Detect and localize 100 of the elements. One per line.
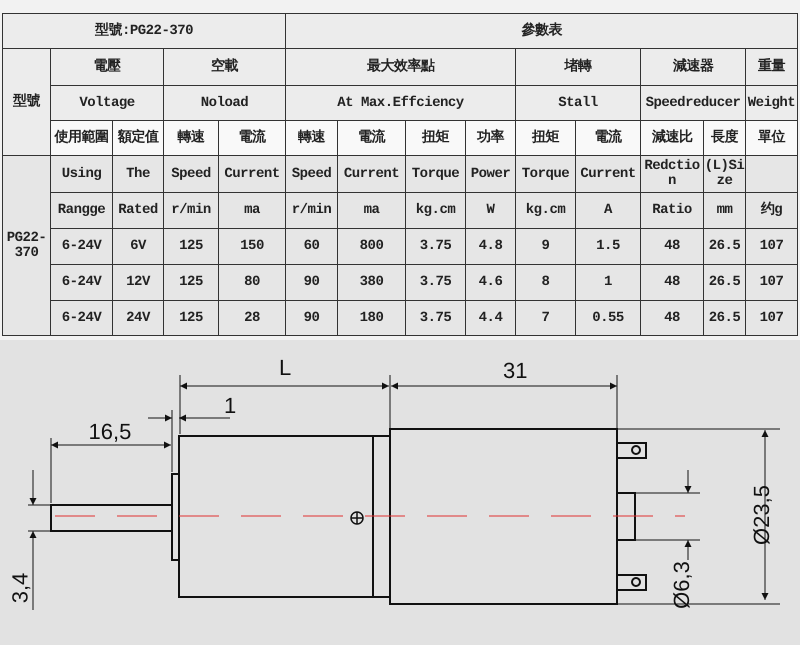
table-cell: 使用範圍: [50, 120, 113, 156]
table-cell: kg.cm: [515, 192, 576, 229]
table-cell: 電流: [218, 120, 286, 156]
table-cell: The: [112, 155, 164, 193]
table-cell: 電壓: [50, 48, 164, 86]
table-cell: 12V: [112, 264, 164, 301]
table-cell: 電流: [337, 120, 406, 156]
table-cell: Speedreducer: [640, 85, 746, 121]
table-cell: Current: [337, 155, 406, 193]
table-cell: (L)Size: [703, 155, 746, 193]
table-cell: 空載: [163, 48, 286, 86]
table-cell: 9: [515, 228, 576, 265]
table-cell: Rated: [112, 192, 164, 229]
table-cell: 107: [745, 300, 798, 336]
table-cell: 6-24V: [50, 264, 113, 301]
table-cell: 最大效率點: [285, 48, 516, 86]
table-cell: 约g: [745, 192, 798, 229]
table-cell: 48: [640, 264, 704, 301]
table-cell: kg.cm: [405, 192, 466, 229]
table-cell: 扭矩: [405, 120, 466, 156]
table-cell: 6V: [112, 228, 164, 265]
dimension-label: 1: [224, 393, 236, 419]
table-cell: Power: [465, 155, 516, 193]
table-cell: 26.5: [703, 228, 746, 265]
table-cell: Speed: [285, 155, 338, 193]
table-cell: 90: [285, 264, 338, 301]
table-cell: 800: [337, 228, 406, 265]
table-cell: 8: [515, 264, 576, 301]
dimension-label: 31: [503, 358, 528, 384]
table-cell: 1.5: [575, 228, 641, 265]
table-cell: 90: [285, 300, 338, 336]
table-cell: PG22-370: [2, 155, 51, 336]
table-cell: Torque: [515, 155, 576, 193]
dimension-label: Ø6,3: [668, 561, 695, 609]
table-cell: 6-24V: [50, 228, 113, 265]
table-cell: 26.5: [703, 300, 746, 336]
table-cell: 重量: [745, 48, 798, 86]
table-cell: Rangge: [50, 192, 113, 229]
table-cell: 150: [218, 228, 286, 265]
table-cell: 1: [575, 264, 641, 301]
table-cell: W: [465, 192, 516, 229]
table-cell: Speed: [163, 155, 219, 193]
table-cell: 24V: [112, 300, 164, 336]
table-cell: 4.6: [465, 264, 516, 301]
table-cell: 6-24V: [50, 300, 113, 336]
table-cell: 轉速: [285, 120, 338, 156]
table-cell: 60: [285, 228, 338, 265]
table-cell: Ratio: [640, 192, 704, 229]
table-cell: 107: [745, 264, 798, 301]
table-cell: 額定值: [112, 120, 164, 156]
table-cell: Current: [575, 155, 641, 193]
table-cell: ma: [218, 192, 286, 229]
table-cell: 減速器: [640, 48, 746, 86]
table-cell: Using: [50, 155, 113, 193]
table-cell: Voltage: [50, 85, 164, 121]
table-cell: 180: [337, 300, 406, 336]
dimension-label: Ø23,5: [748, 485, 775, 545]
table-cell: 減速比: [640, 120, 704, 156]
table-cell: At Max.Effciency: [285, 85, 516, 121]
table-cell: 80: [218, 264, 286, 301]
table-cell: 125: [163, 300, 219, 336]
table-cell: Stall: [515, 85, 641, 121]
table-cell: 扭矩: [515, 120, 576, 156]
table-cell: 參數表: [285, 13, 798, 49]
table-cell: r/min: [285, 192, 338, 229]
table-cell: 長度: [703, 120, 746, 156]
table-cell: r/min: [163, 192, 219, 229]
table-cell: 26.5: [703, 264, 746, 301]
table-cell: 48: [640, 228, 704, 265]
table-cell: Redction: [640, 155, 704, 193]
table-cell: 型號:PG22-370: [2, 13, 286, 49]
table-cell: 380: [337, 264, 406, 301]
dimension-label: 3,4: [6, 572, 33, 604]
table-cell: 28: [218, 300, 286, 336]
table-cell: 3.75: [405, 228, 466, 265]
table-cell: 型號: [2, 48, 51, 156]
table-cell: 107: [745, 228, 798, 265]
table-cell: 電流: [575, 120, 641, 156]
table-cell: 4.4: [465, 300, 516, 336]
table-cell: 48: [640, 300, 704, 336]
table-cell: 單位: [745, 120, 798, 156]
dimension-label: L: [279, 355, 292, 381]
table-cell: 4.8: [465, 228, 516, 265]
table-cell: A: [575, 192, 641, 229]
table-cell: mm: [703, 192, 746, 229]
table-cell: Current: [218, 155, 286, 193]
table-cell: 125: [163, 264, 219, 301]
table-cell: 3.75: [405, 300, 466, 336]
table-cell: ma: [337, 192, 406, 229]
table-cell: 堵轉: [515, 48, 641, 86]
table-cell: 7: [515, 300, 576, 336]
table-cell: 轉速: [163, 120, 219, 156]
table-cell: Noload: [163, 85, 286, 121]
table-cell: Torque: [405, 155, 466, 193]
table-cell: Weight: [745, 85, 798, 121]
table-cell: 功率: [465, 120, 516, 156]
table-cell: 125: [163, 228, 219, 265]
table-cell: 3.75: [405, 264, 466, 301]
dimension-label: 16,5: [88, 419, 132, 445]
table-cell: 0.55: [575, 300, 641, 336]
